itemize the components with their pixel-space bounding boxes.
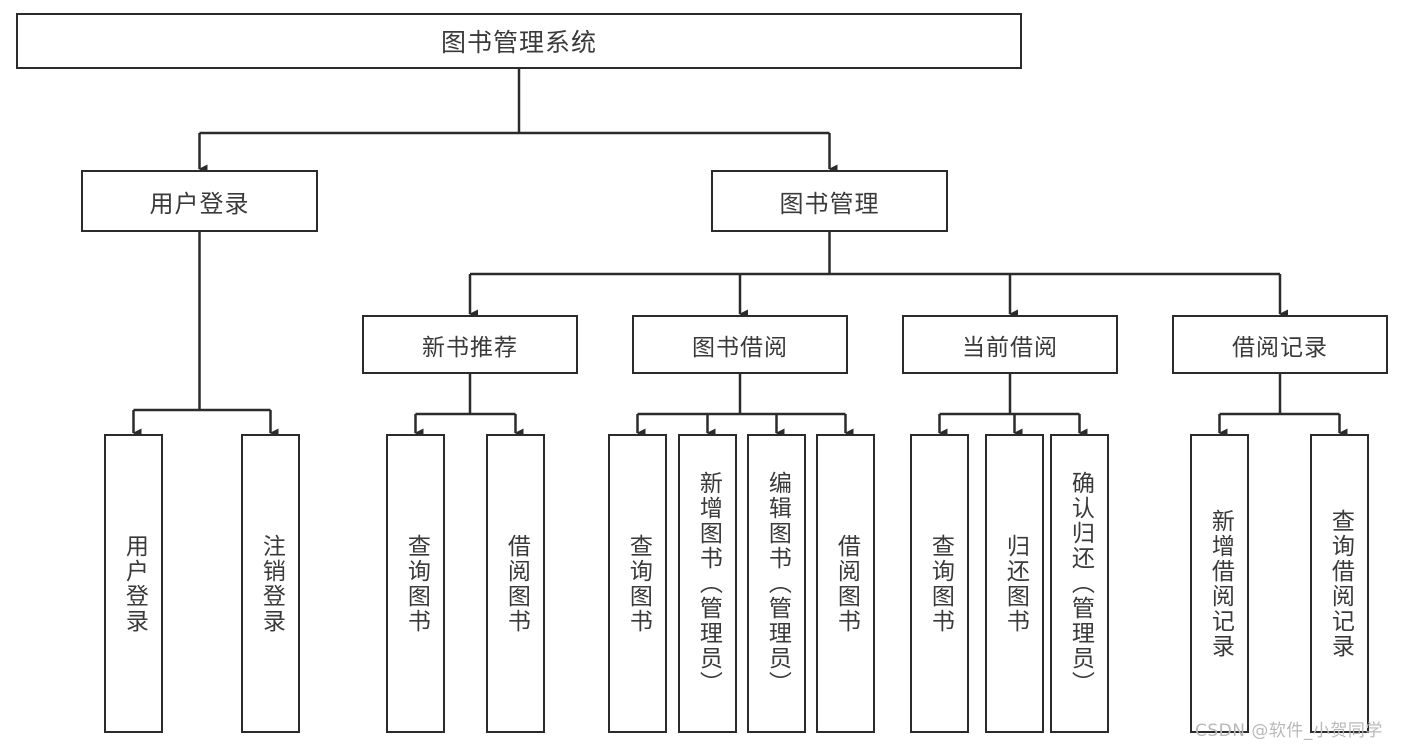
- leaf-node-label: 新增图书（管理员）: [695, 471, 722, 696]
- leaf-node[interactable]: 查询图书: [608, 434, 667, 733]
- node-root[interactable]: 图书管理系统: [16, 13, 1022, 69]
- leaf-node[interactable]: 借阅图书: [816, 434, 875, 733]
- leaf-node[interactable]: 查询图书: [910, 434, 969, 733]
- node-book-borrow-label: 图书借阅: [692, 334, 788, 361]
- leaf-node-label: 借阅图书: [503, 533, 530, 634]
- leaf-node[interactable]: 注销登录: [241, 434, 300, 733]
- node-new-book-recommend[interactable]: 新书推荐: [362, 315, 578, 374]
- node-current-borrow-label: 当前借阅: [962, 334, 1058, 361]
- leaf-node[interactable]: 借阅图书: [486, 434, 545, 733]
- leaf-node-label: 确认归还（管理员）: [1067, 471, 1094, 696]
- node-borrow-record[interactable]: 借阅记录: [1172, 315, 1388, 374]
- leaf-node[interactable]: 新增图书（管理员）: [678, 434, 737, 733]
- node-book-management[interactable]: 图书管理: [711, 170, 948, 232]
- leaf-node-label: 借阅图书: [833, 533, 860, 634]
- node-user-login[interactable]: 用户登录: [81, 170, 318, 232]
- node-book-borrow[interactable]: 图书借阅: [632, 315, 848, 374]
- node-new-book-recommend-label: 新书推荐: [422, 334, 518, 361]
- leaf-node-label: 查询图书: [927, 533, 954, 634]
- node-root-label: 图书管理系统: [440, 28, 597, 57]
- leaf-node-label: 查询借阅记录: [1327, 508, 1354, 659]
- leaf-node[interactable]: 查询借阅记录: [1310, 434, 1369, 733]
- leaf-node-label: 用户登录: [121, 533, 148, 634]
- leaf-node[interactable]: 确认归还（管理员）: [1050, 434, 1109, 733]
- leaf-node[interactable]: 归还图书: [985, 434, 1044, 733]
- node-user-login-label: 用户登录: [149, 189, 250, 218]
- leaf-node[interactable]: 新增借阅记录: [1190, 434, 1249, 733]
- csdn-watermark: CSDN @软件_小贺同学: [1195, 721, 1383, 741]
- leaf-node-label: 新增借阅记录: [1207, 508, 1234, 659]
- leaf-node-label: 查询图书: [625, 533, 652, 634]
- leaf-node[interactable]: 查询图书: [386, 434, 445, 733]
- leaf-node-label: 编辑图书（管理员）: [764, 471, 791, 696]
- leaf-node[interactable]: 编辑图书（管理员）: [747, 434, 806, 733]
- leaf-node-label: 查询图书: [403, 533, 430, 634]
- leaf-node-label: 归还图书: [1002, 533, 1029, 634]
- node-borrow-record-label: 借阅记录: [1232, 334, 1328, 361]
- node-book-management-label: 图书管理: [779, 189, 880, 218]
- leaf-node-label: 注销登录: [258, 533, 285, 634]
- leaf-node[interactable]: 用户登录: [104, 434, 163, 733]
- node-current-borrow[interactable]: 当前借阅: [902, 315, 1118, 374]
